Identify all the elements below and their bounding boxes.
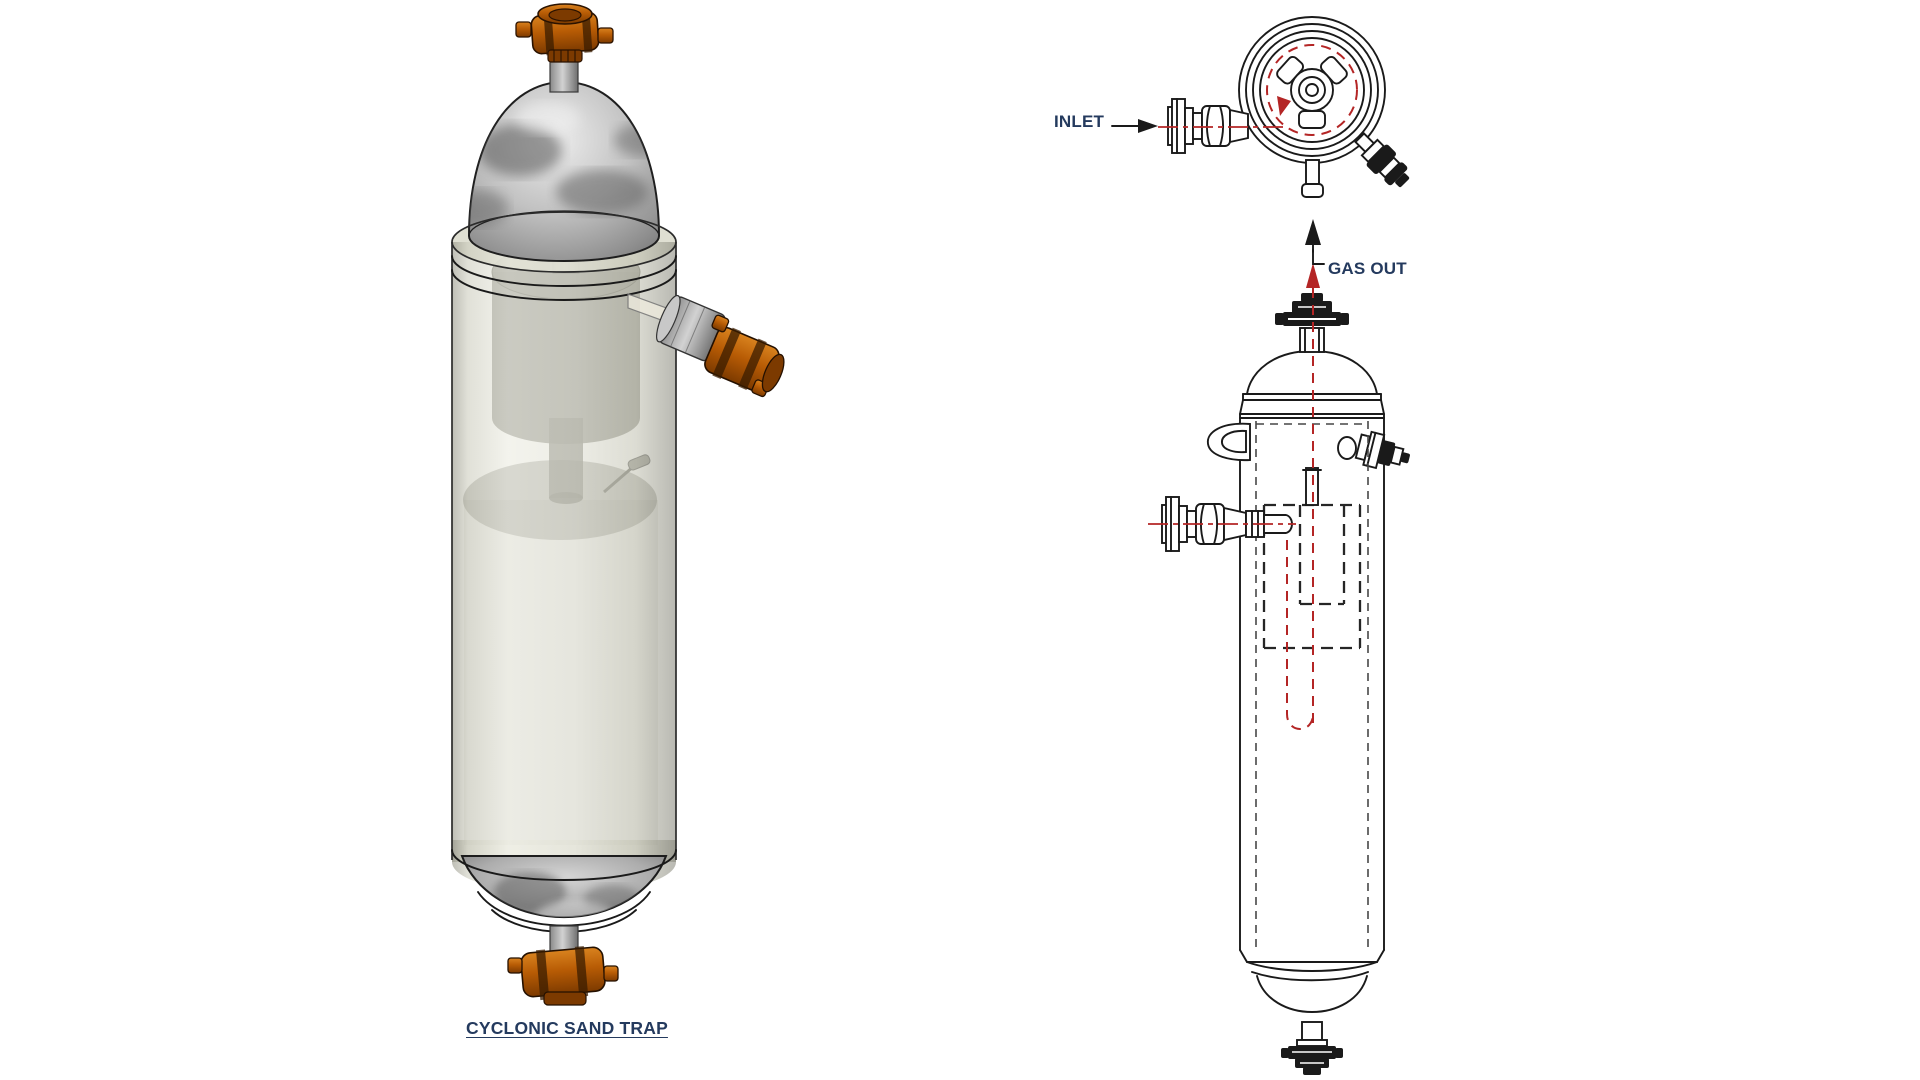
cyclone-swirl-flow (1158, 44, 1358, 136)
side-inlet-assembly-3d (627, 293, 785, 398)
diagonal-valve-top (1354, 132, 1410, 188)
drain-valve-front (1281, 1046, 1343, 1075)
flow-path-red (1148, 263, 1320, 730)
drawing-caption: CYCLONIC SAND TRAP (466, 1018, 668, 1038)
top-view (1111, 16, 1410, 198)
inlet-arrow (1111, 119, 1158, 133)
side-port-valve-front (1354, 430, 1410, 470)
bottom-drain-valve (507, 946, 619, 1006)
side-valve-orange (704, 314, 785, 398)
vessel-shell (451, 212, 677, 894)
bottom-port-stub-top (1301, 159, 1324, 198)
lifting-lug (1207, 422, 1251, 462)
front-bottom-head (1239, 949, 1385, 1047)
gas-out-arrow (1305, 219, 1325, 265)
front-body-right-wall (1380, 399, 1385, 951)
front-view (1148, 219, 1410, 1075)
bottom-bowl (451, 849, 677, 933)
inlet-valve-top (1167, 98, 1249, 154)
iso-3d-view (451, 3, 785, 1006)
center-fitting-top (1276, 56, 1348, 129)
side-port-circle (1337, 436, 1357, 460)
top-fill-valve (515, 3, 614, 63)
side-union-gray (656, 294, 726, 362)
inlet-label: INLET (1054, 112, 1105, 131)
bottom-neck (549, 925, 579, 953)
top-dome (467, 80, 661, 262)
gas-out-label: GAS OUT (1328, 259, 1407, 278)
front-body-left-wall (1239, 399, 1244, 951)
shell-rim-rings (451, 211, 677, 301)
